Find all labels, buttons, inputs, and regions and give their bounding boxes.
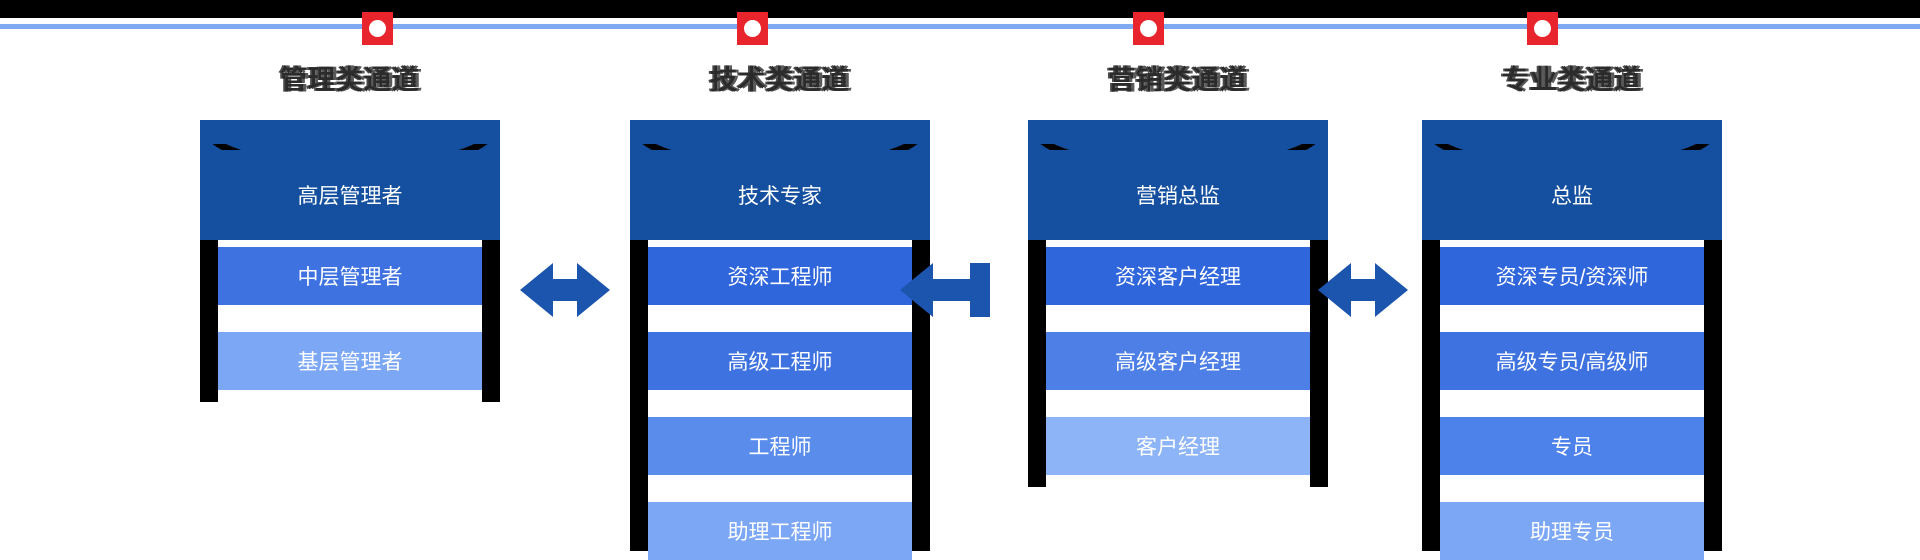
- career-level-box[interactable]: 专员: [1440, 417, 1704, 475]
- career-level-box[interactable]: 资深工程师: [648, 247, 912, 305]
- career-level-label: 资深客户经理: [1115, 266, 1241, 289]
- arrow-营销-专业: [1318, 263, 1408, 317]
- career-level-label: 中层管理者: [297, 266, 403, 289]
- arrow-head-right: [577, 263, 610, 317]
- career-level-box[interactable]: 高级专员/高级师: [1440, 332, 1704, 390]
- career-level-label: 高级专员/高级师: [1495, 351, 1649, 374]
- career-level-label: 营销总监: [1136, 185, 1220, 208]
- career-level-label: 助理专员: [1530, 521, 1614, 544]
- career-level-box[interactable]: 工程师: [648, 417, 912, 475]
- career-level-box[interactable]: 高级客户经理: [1046, 332, 1310, 390]
- career-level-box[interactable]: 资深专员/资深师: [1440, 247, 1704, 305]
- career-level-label: 资深专员/资深师: [1495, 266, 1649, 289]
- column-title: 营销类通道: [1108, 65, 1248, 95]
- arrow-管理-技术: [520, 263, 610, 317]
- record-dot-icon: [1140, 20, 1157, 37]
- record-dot-icon: [1534, 20, 1551, 37]
- column-title: 技术类通道: [710, 65, 850, 95]
- career-level-label: 工程师: [748, 436, 812, 459]
- career-level-label: 高级工程师: [727, 351, 833, 374]
- career-level-label: 助理工程师: [727, 521, 833, 544]
- annotation-marker-2[interactable]: [737, 12, 768, 45]
- arrow-head-left: [1318, 263, 1351, 317]
- arrow-head-left: [520, 263, 553, 317]
- horizontal-blue-rule: [0, 24, 1920, 29]
- top-black-bar: [0, 0, 1920, 18]
- career-level-label: 基层管理者: [297, 351, 403, 374]
- career-level-label: 高层管理者: [297, 185, 403, 208]
- career-level-label: 高级客户经理: [1115, 351, 1241, 374]
- arrow-tail: [970, 263, 990, 317]
- career-level-box[interactable]: 资深客户经理: [1046, 247, 1310, 305]
- career-level-box[interactable]: 总监: [1440, 150, 1704, 240]
- career-level-box[interactable]: 中层管理者: [218, 247, 482, 305]
- record-dot-icon: [744, 20, 761, 37]
- career-level-box[interactable]: 技术专家: [648, 150, 912, 240]
- arrow-营销-技术: [900, 263, 990, 317]
- career-level-label: 总监: [1551, 185, 1593, 208]
- career-level-box[interactable]: 高层管理者: [218, 150, 482, 240]
- annotation-marker-3[interactable]: [1133, 12, 1164, 45]
- column-title: 专业类通道: [1502, 65, 1642, 95]
- career-level-box[interactable]: 客户经理: [1046, 417, 1310, 475]
- arrow-shaft: [928, 279, 974, 301]
- annotation-marker-4[interactable]: [1527, 12, 1558, 45]
- arrow-shaft: [548, 279, 582, 301]
- career-level-box[interactable]: 营销总监: [1046, 150, 1310, 240]
- career-level-label: 客户经理: [1136, 436, 1220, 459]
- career-level-box[interactable]: 高级工程师: [648, 332, 912, 390]
- career-level-box[interactable]: 基层管理者: [218, 332, 482, 390]
- career-level-label: 技术专家: [738, 185, 822, 208]
- arrow-head-right: [1375, 263, 1408, 317]
- arrow-shaft: [1346, 279, 1380, 301]
- career-level-label: 专员: [1551, 436, 1593, 459]
- career-level-box[interactable]: 助理工程师: [648, 502, 912, 560]
- career-level-box[interactable]: 助理专员: [1440, 502, 1704, 560]
- record-dot-icon: [369, 20, 386, 37]
- annotation-marker-1[interactable]: [362, 12, 393, 45]
- column-title: 管理类通道: [280, 65, 420, 95]
- career-level-label: 资深工程师: [727, 266, 833, 289]
- arrow-head-left: [900, 263, 933, 317]
